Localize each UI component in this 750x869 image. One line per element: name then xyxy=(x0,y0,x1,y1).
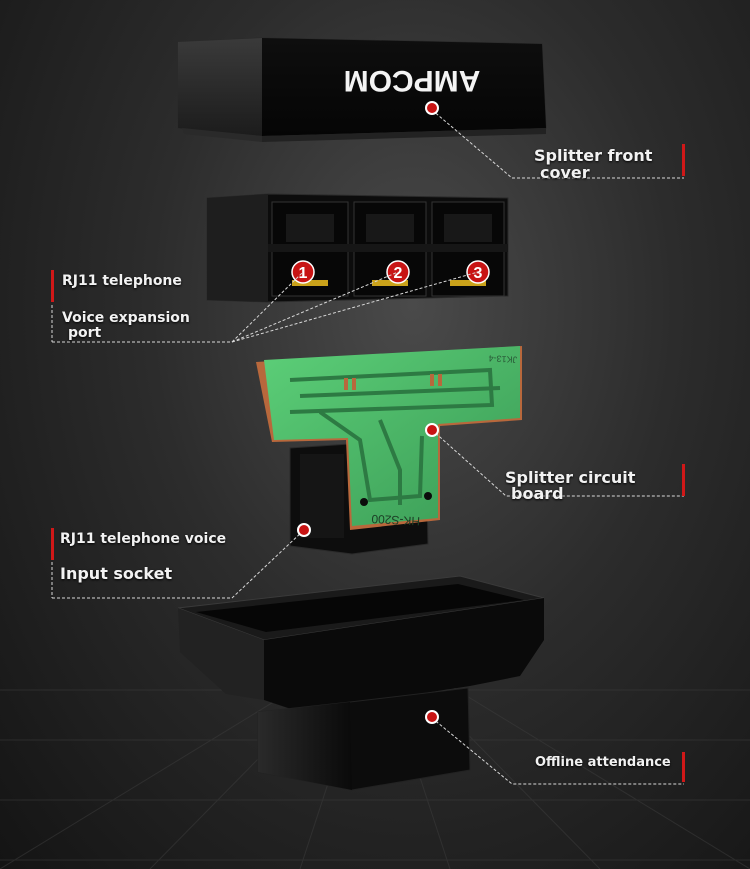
label-rj11-telephone: RJ11 telephone xyxy=(62,273,182,289)
splitter-circuit-board xyxy=(256,346,522,555)
callout-dot-input-socket xyxy=(297,523,311,537)
bottom-shell xyxy=(177,575,545,791)
port-number-3: 3 xyxy=(474,265,483,282)
label-circuit-board-line2: board xyxy=(511,484,564,503)
pcb-part-number: HK-S200 xyxy=(371,512,421,529)
label-front-cover-line2: cover xyxy=(540,163,590,182)
callout-dot-circuit-board xyxy=(425,423,439,437)
label-rj11-telephone-voice: RJ11 telephone voice xyxy=(60,531,227,547)
port-number-2: 2 xyxy=(394,265,403,282)
port-number-1: 1 xyxy=(299,265,308,282)
label-port: port xyxy=(68,325,102,341)
label-accent-bars xyxy=(51,144,685,782)
splitter-front-cover xyxy=(177,37,547,142)
label-voice-expansion: Voice expansion xyxy=(62,310,190,326)
label-front-cover-line1: Splitter front xyxy=(534,146,653,165)
rj11-jack-block xyxy=(206,193,509,303)
brand-logo: AMPCOM xyxy=(344,64,481,97)
label-circuit-board-line1: Splitter circuit xyxy=(505,468,636,487)
pcb-code: JK13-4 xyxy=(488,353,517,364)
callout-dot-front-cover xyxy=(425,101,439,115)
callout-leaders xyxy=(51,109,684,785)
label-input-socket: Input socket xyxy=(60,564,173,583)
label-offline-attendance: Offline attendance xyxy=(535,755,671,770)
callout-dot-offline-attendance xyxy=(425,710,439,724)
